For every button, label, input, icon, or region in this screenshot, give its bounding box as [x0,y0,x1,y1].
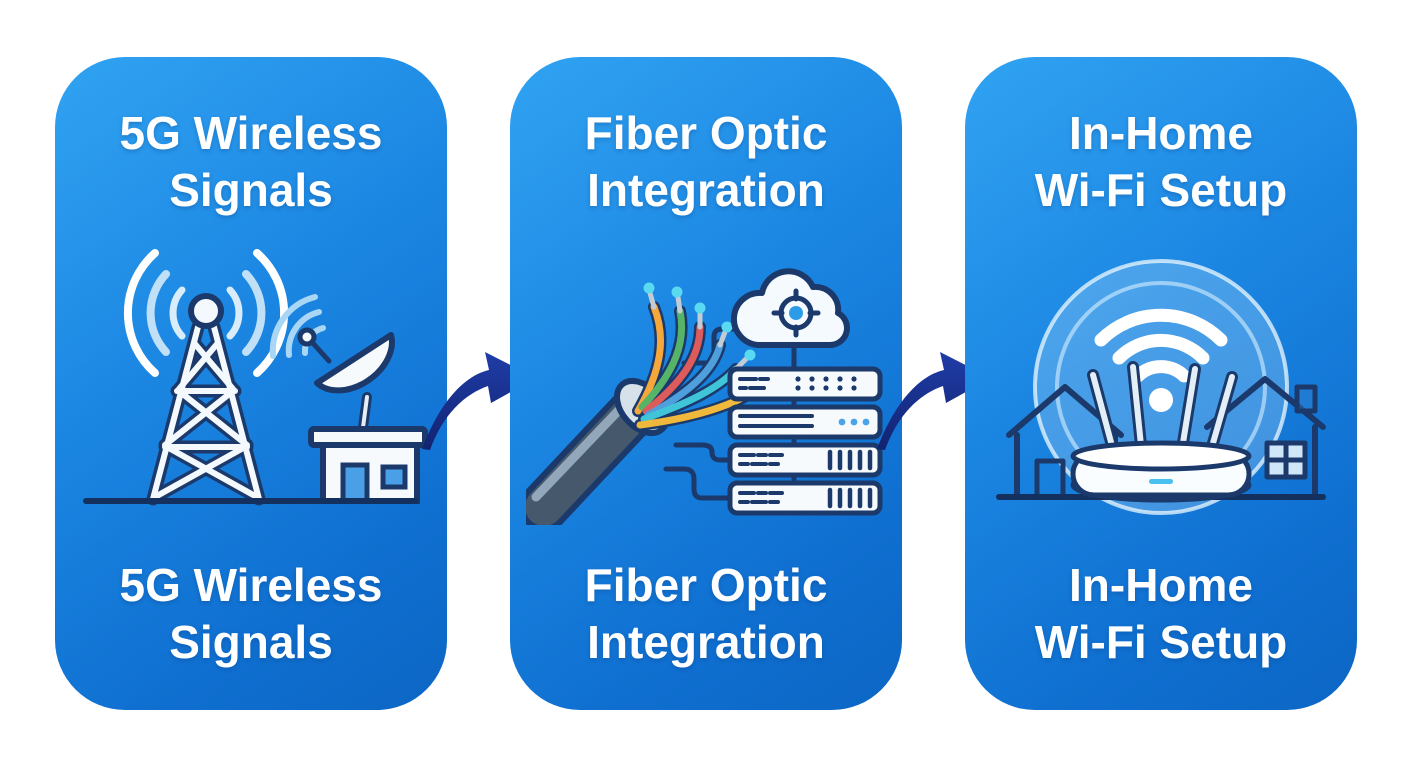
cell-tower-and-satellite-dish-icon [71,249,431,525]
cloud-target [731,268,850,348]
title-line: Wi-Fi Setup [1034,164,1288,216]
step-title-bottom: In-Home Wi-Fi Setup [965,557,1357,671]
title-line: Fiber Optic [584,107,828,159]
title-line: Signals [169,616,333,668]
step-title-bottom: Fiber Optic Integration [510,557,902,671]
title-line: Fiber Optic [584,559,828,611]
step-card-5g-wireless-signals: 5G Wireless Signals [55,57,447,710]
step-card-in-home-wifi-setup: In-Home Wi-Fi Setup [965,57,1357,710]
step-title-top: Fiber Optic Integration [510,105,902,219]
home-wifi-scene-svg [996,259,1326,515]
title-line: Integration [587,164,825,216]
step-title-top: In-Home Wi-Fi Setup [965,105,1357,219]
title-line: 5G Wireless [119,107,383,159]
target-icon [771,288,821,338]
flow-arrow-icon [877,352,991,450]
tower-signal-arcs [123,249,289,377]
title-line: In-Home [1069,107,1253,159]
title-line: Integration [587,616,825,668]
wifi-router [1070,361,1252,503]
title-line: Signals [169,164,333,216]
cell-tower-scene-svg [83,249,428,506]
step-title-top: 5G Wireless Signals [55,105,447,219]
step-title-bottom: 5G Wireless Signals [55,557,447,671]
step-card-fiber-optic-integration: Fiber Optic Integration [510,57,902,710]
fiber-cable-cloud-servers-icon [526,249,886,525]
fiber-network-scene-svg [526,268,883,525]
title-line: Wi-Fi Setup [1034,616,1288,668]
satellite-dish-building [297,327,428,504]
router-led [1149,479,1173,484]
wifi-router-between-homes-icon [981,249,1341,525]
cell-tower [146,293,266,506]
fiber-cable-jacket [526,377,670,525]
title-line: In-Home [1069,559,1253,611]
server-stack [727,366,883,516]
wifi-signal-icon [1094,308,1228,412]
title-line: 5G Wireless [119,559,383,611]
flow-arrow-icon [422,352,536,450]
